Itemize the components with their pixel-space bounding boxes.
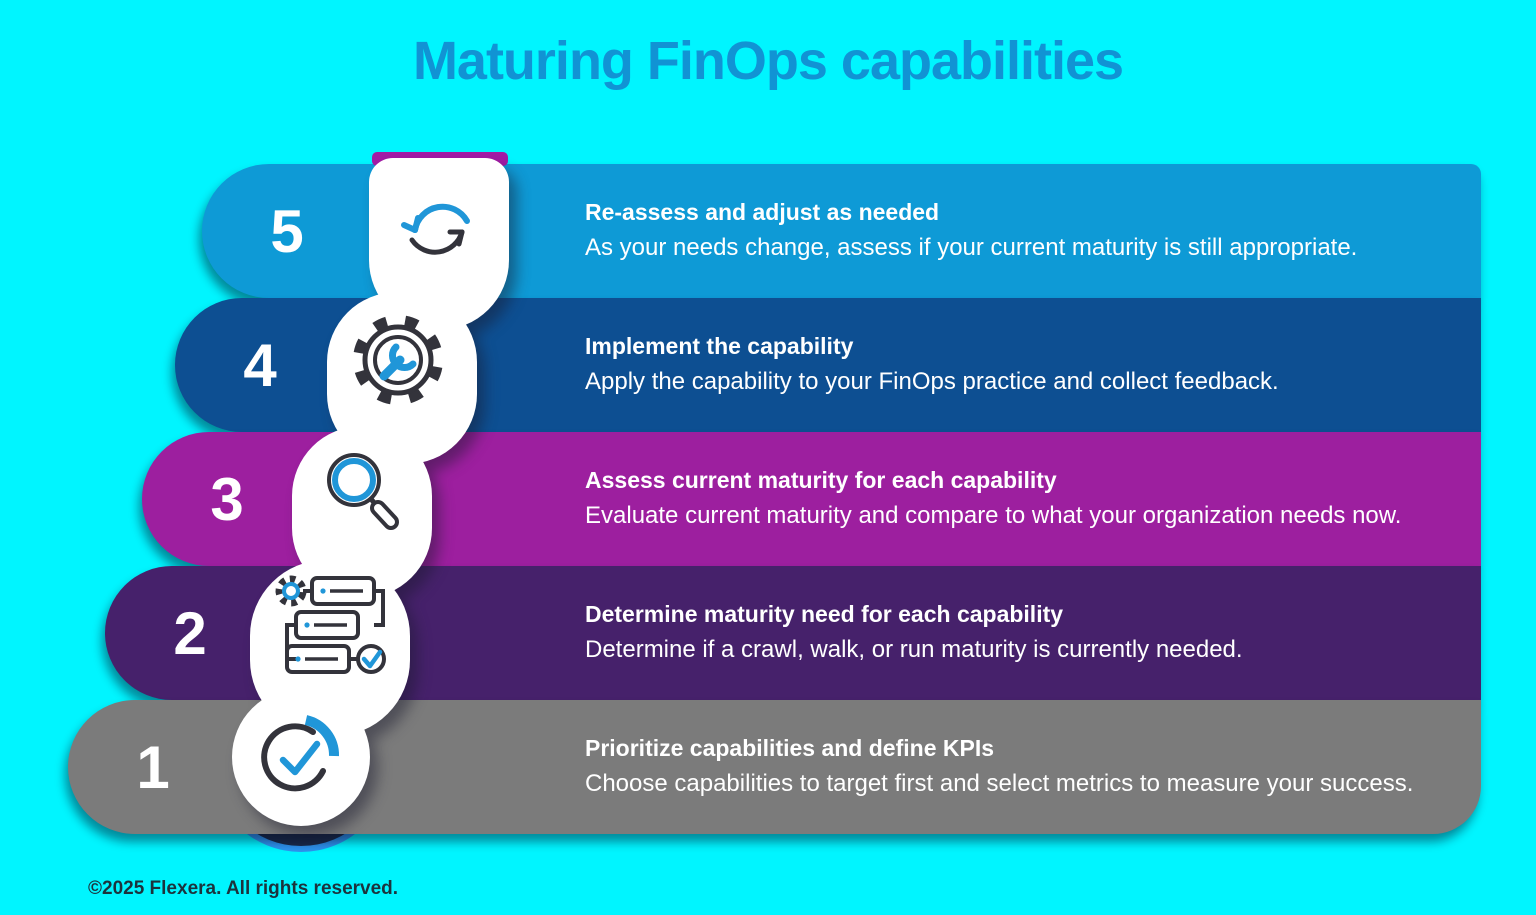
step-description: Choose capabilities to target first and …: [585, 770, 1414, 798]
step-heading: Implement the capability: [585, 333, 854, 360]
step-heading: Assess current maturity for each capabil…: [585, 467, 1057, 494]
step-heading: Determine maturity need for each capabil…: [585, 601, 1064, 628]
step-text-block: Assess current maturity for each capabil…: [585, 432, 1401, 566]
step-description: Apply the capability to your FinOps prac…: [585, 368, 1279, 396]
flowchart-icon: [275, 575, 386, 674]
step-number: 3: [210, 465, 244, 533]
step-heading: Re-assess and adjust as needed: [585, 199, 940, 226]
step-number: 1: [136, 733, 170, 801]
step-text-block: Determine maturity need for each capabil…: [585, 566, 1243, 700]
refresh-icon: [401, 203, 470, 255]
magnifier-icon: [327, 453, 399, 530]
step-text-block: Re-assess and adjust as needed As your n…: [585, 164, 1357, 298]
gear-wrench-icon: [353, 315, 443, 405]
ribbon-segment: [232, 688, 370, 826]
step-description: Determine if a crawl, walk, or run matur…: [585, 636, 1243, 664]
donut-check-icon: [261, 715, 339, 792]
step-number: 4: [243, 331, 277, 399]
step-text-block: Implement the capability Apply the capab…: [585, 298, 1279, 432]
copyright-text: ©2025 Flexera. All rights reserved.: [88, 878, 399, 899]
step-description: As your needs change, assess if your cur…: [585, 234, 1358, 262]
step-description: Evaluate current maturity and compare to…: [585, 502, 1402, 530]
step-number: 2: [173, 599, 207, 667]
step-number: 5: [270, 197, 304, 265]
step-heading: Prioritize capabilities and define KPIs: [585, 735, 995, 762]
page-title: Maturing FinOps capabilities: [412, 31, 1124, 91]
step-text-block: Prioritize capabilities and define KPIs …: [585, 700, 1413, 834]
